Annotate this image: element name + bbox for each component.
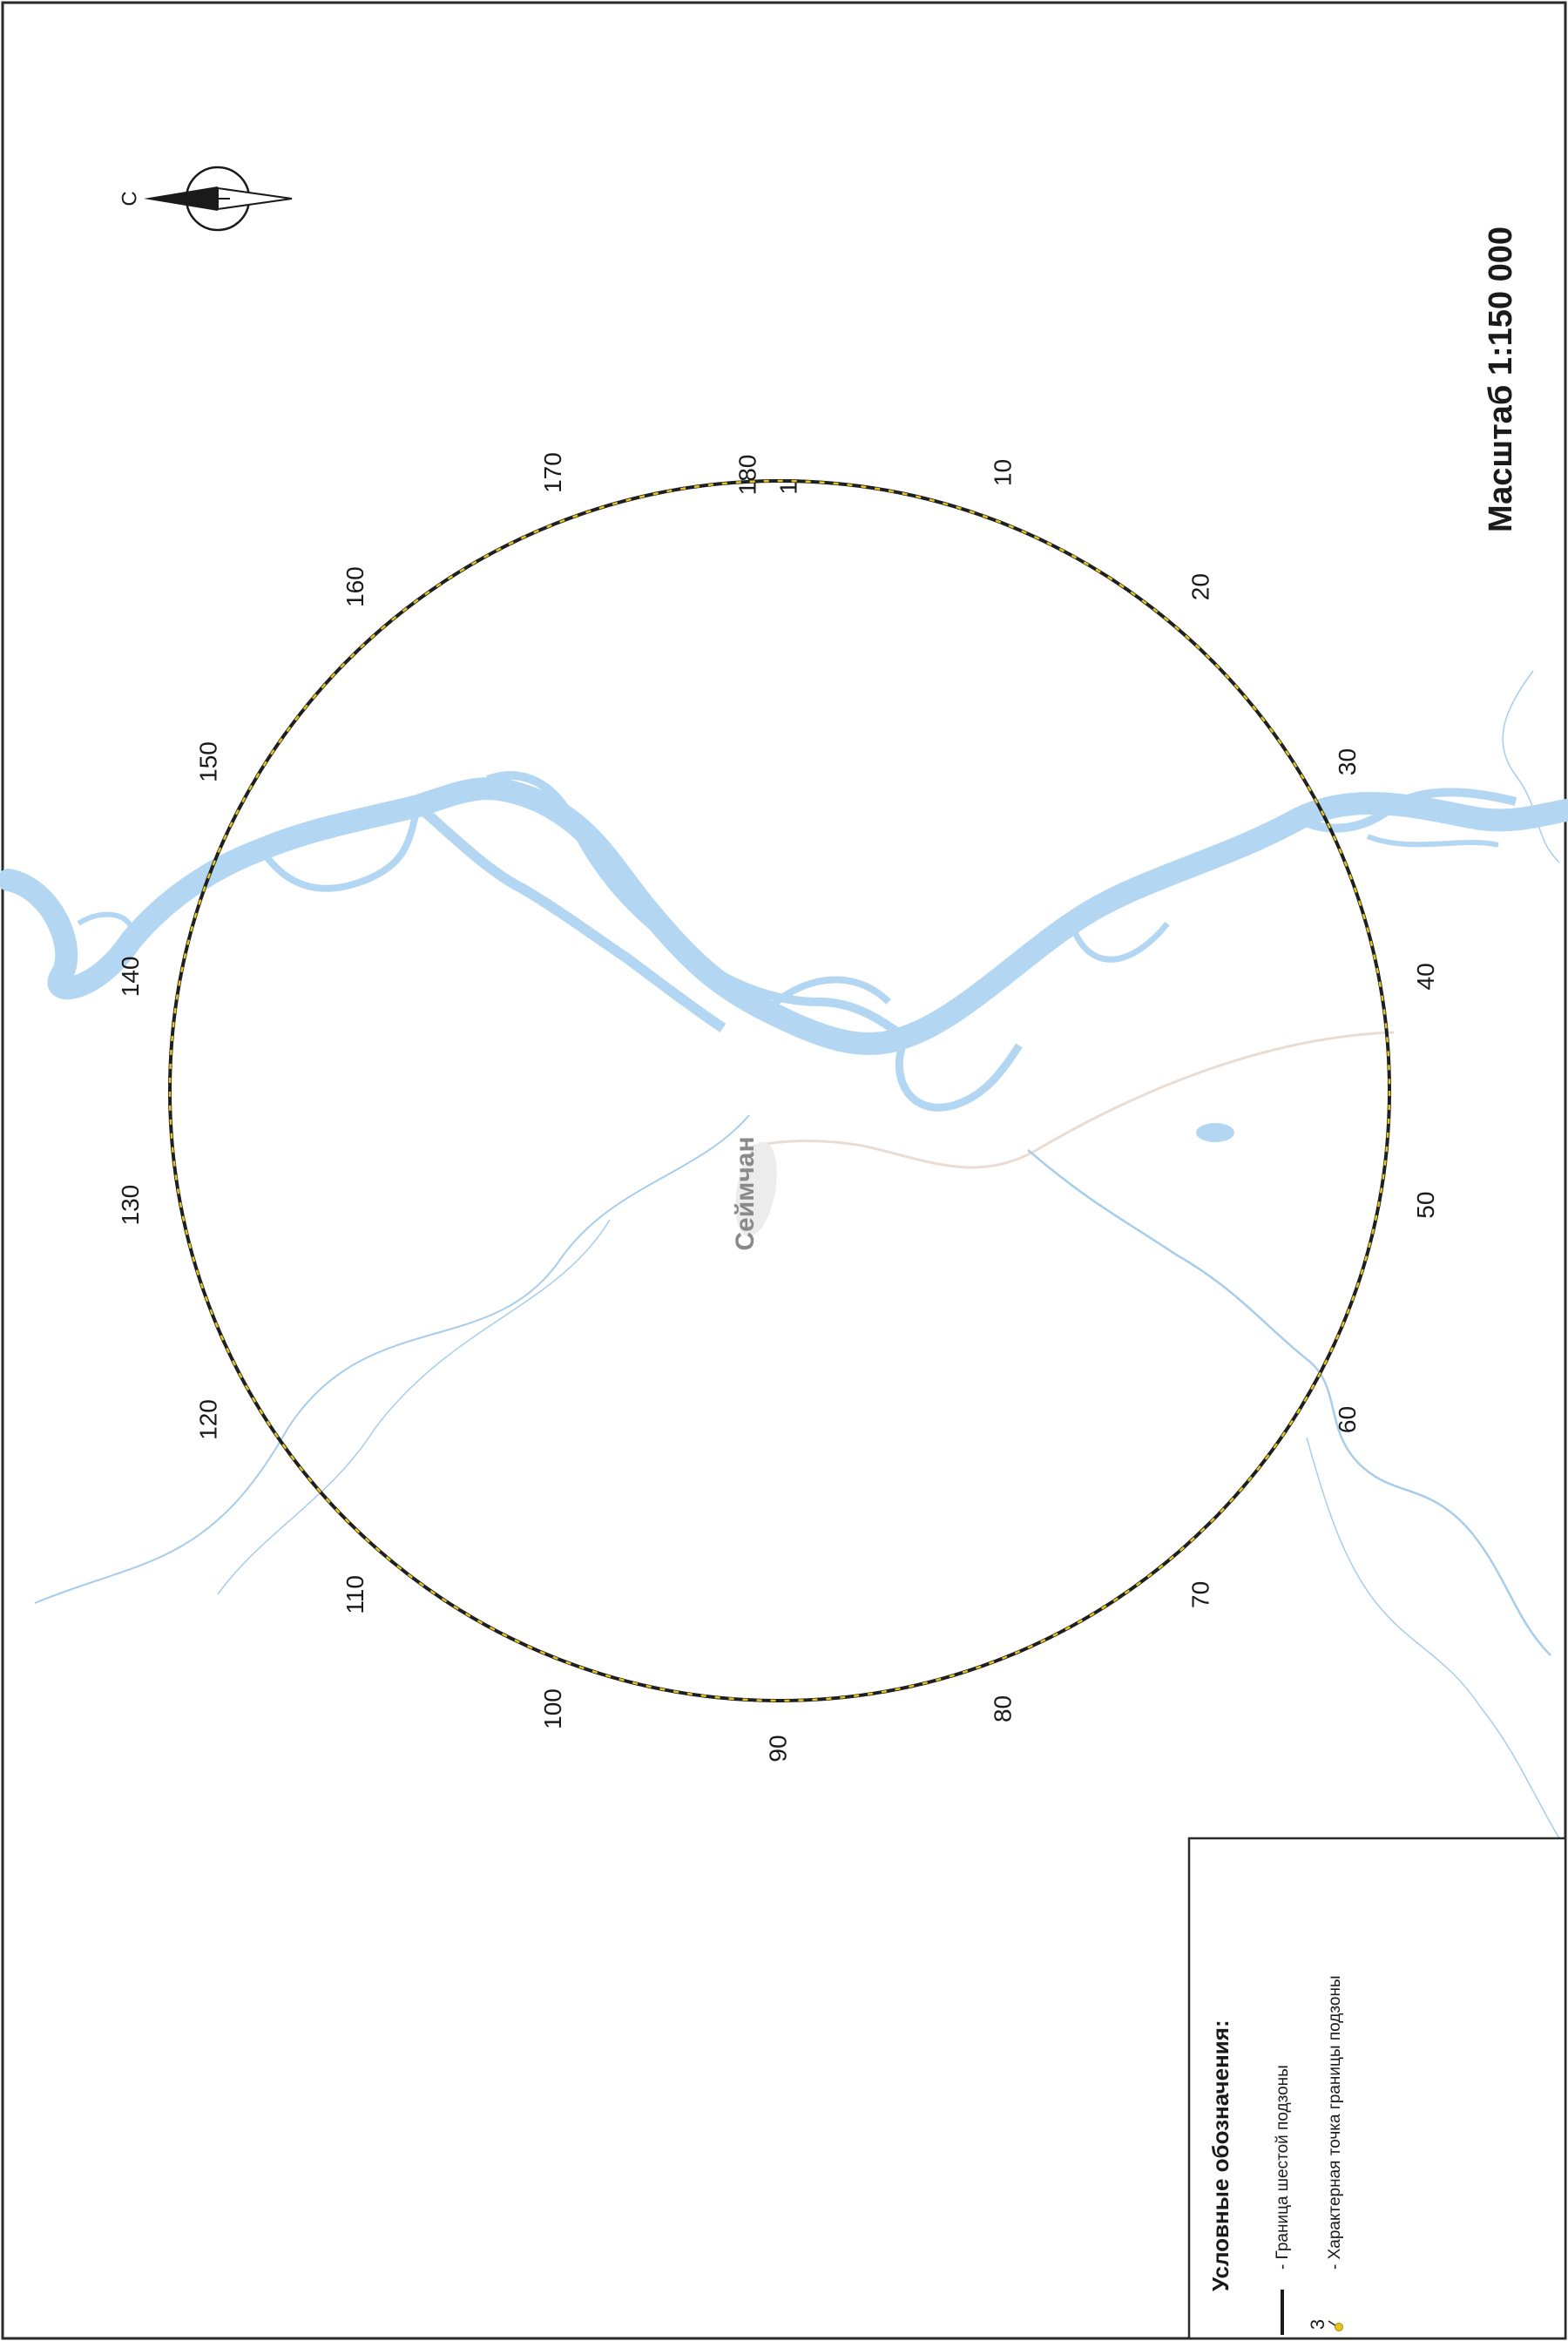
stream	[34, 1114, 750, 1604]
legend-title: Условные обозначения:	[1207, 2020, 1233, 2291]
boundary-point-label: 110	[341, 1575, 368, 1614]
settlement-label: Сеймчан	[731, 1136, 760, 1250]
scale-text: Масштаб 1:150 000	[1483, 227, 1519, 532]
boundary-point-label: 180	[733, 455, 760, 496]
boundary-point-label: 30	[1334, 748, 1361, 775]
boundary-point-label: 40	[1412, 963, 1439, 990]
boundary-point-label: 90	[764, 1735, 791, 1762]
boundary-point-label: 130	[117, 1185, 144, 1226]
boundary-point-label: 160	[341, 566, 368, 607]
boundary-point-label: 140	[117, 957, 144, 998]
boundary-point-label: 100	[539, 1688, 566, 1729]
road	[740, 1031, 1395, 1169]
boundary-point-label: 60	[1334, 1406, 1361, 1433]
boundary-point-labels: 1102030405060708090100110120130140150160…	[117, 452, 1439, 1762]
subzone-boundary: 1102030405060708090100110120130140150160…	[117, 452, 1439, 1762]
legend: Условные обозначения: - Граница шестой п…	[1187, 1837, 1567, 2340]
boundary-point-label: 20	[1187, 573, 1214, 600]
boundary-circle-dash	[168, 479, 1391, 1702]
stream	[1306, 1437, 1560, 1839]
settlement-area	[735, 1141, 777, 1237]
boundary-point-label: 80	[990, 1695, 1017, 1722]
legend-item-boundary-line: - Граница шестой подзоны	[1274, 2065, 1292, 2270]
stream	[1027, 1149, 1551, 1656]
legend-item-boundary-point: - Характерная точка границы подзоны	[1326, 1975, 1344, 2270]
boundary-point-label: 50	[1412, 1192, 1439, 1219]
legend-box	[1187, 1837, 1567, 2340]
stream	[1502, 670, 1560, 863]
boundary-point-label: 1	[774, 481, 801, 495]
legend-point-sample-label: 3	[1307, 2319, 1328, 2330]
lake	[1196, 1123, 1234, 1142]
north-arrow-label: С	[118, 191, 141, 206]
boundary-point-label: 170	[539, 452, 566, 493]
boundary-point-icon	[1328, 2320, 1343, 2331]
north-arrow-icon	[144, 166, 293, 232]
boundary-point-label: 120	[195, 1399, 222, 1440]
boundary-point-label: 70	[1187, 1581, 1214, 1608]
boundary-point-label: 150	[195, 741, 222, 782]
stream	[217, 1219, 611, 1595]
boundary-point-label: 10	[990, 459, 1017, 486]
